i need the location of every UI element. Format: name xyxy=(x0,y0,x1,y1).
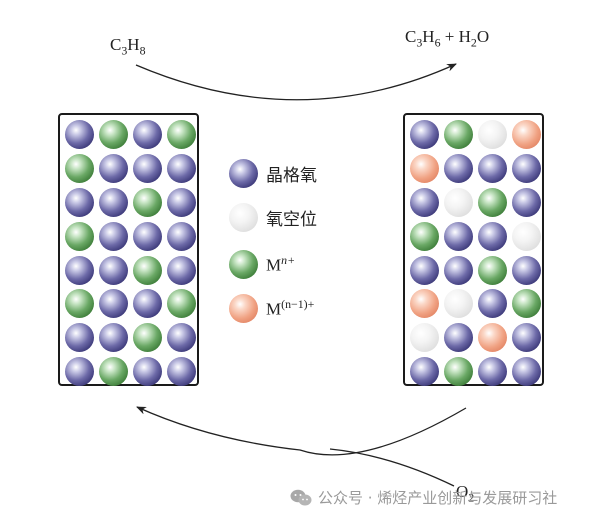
metal-n-sphere-icon xyxy=(167,289,196,319)
oxygen-vacancy-sphere-icon xyxy=(410,323,439,353)
reduced-metal-sphere-icon xyxy=(410,153,439,183)
lattice-oxygen-sphere-icon xyxy=(133,221,162,251)
legend-metal-n-minus-1: M(n−1)+ xyxy=(229,294,314,323)
watermark: 公众号 · 烯烃产业创新与发展研习社 xyxy=(290,487,557,508)
oxygen-vacancy-sphere-icon xyxy=(444,289,473,319)
lattice-oxygen-sphere-icon xyxy=(229,159,258,188)
wechat-icon xyxy=(290,489,312,505)
metal-n-sphere-icon xyxy=(478,255,507,285)
lattice-oxygen-sphere-icon xyxy=(478,289,507,319)
lattice-oxygen-sphere-icon xyxy=(133,153,162,183)
metal-n-sphere-icon xyxy=(133,323,162,353)
lattice-oxygen-sphere-icon xyxy=(167,153,196,183)
lattice-oxygen-sphere-icon xyxy=(65,187,94,217)
metal-n-sphere-icon xyxy=(478,187,507,217)
oxygen-vacancy-sphere-icon xyxy=(444,187,473,217)
reduced-metal-sphere-icon xyxy=(229,294,258,323)
lattice-before-reaction xyxy=(58,113,199,387)
lattice-oxygen-sphere-icon xyxy=(65,323,94,353)
metal-n-sphere-icon xyxy=(167,120,196,149)
lattice-oxygen-sphere-icon xyxy=(410,357,439,387)
lattice-oxygen-sphere-icon xyxy=(512,323,541,353)
lattice-oxygen-sphere-icon xyxy=(444,255,473,285)
metal-n-sphere-icon xyxy=(410,221,439,251)
metal-n-sphere-icon xyxy=(512,289,541,319)
lattice-oxygen-sphere-icon xyxy=(99,289,128,319)
oxygen-vacancy-sphere-icon xyxy=(512,221,541,251)
lattice-oxygen-sphere-icon xyxy=(133,289,162,319)
oxygen-vacancy-sphere-icon xyxy=(478,120,507,149)
lattice-oxygen-sphere-icon xyxy=(444,323,473,353)
legend-lattice-oxygen: 晶格氧 xyxy=(229,159,317,188)
lattice-oxygen-sphere-icon xyxy=(478,153,507,183)
lattice-oxygen-sphere-icon xyxy=(167,323,196,353)
reduced-metal-sphere-icon xyxy=(512,120,541,149)
bottom-arrow xyxy=(136,406,467,456)
metal-n-sphere-icon xyxy=(99,357,128,387)
lattice-oxygen-sphere-icon xyxy=(167,221,196,251)
oxygen-vacancy-sphere-icon xyxy=(229,203,258,232)
lattice-oxygen-sphere-icon xyxy=(99,255,128,285)
lattice-oxygen-sphere-icon xyxy=(478,357,507,387)
metal-n-sphere-icon xyxy=(133,187,162,217)
lattice-oxygen-sphere-icon xyxy=(478,221,507,251)
lattice-oxygen-sphere-icon xyxy=(99,323,128,353)
lattice-oxygen-sphere-icon xyxy=(65,357,94,387)
metal-n-sphere-icon xyxy=(229,250,258,279)
lattice-oxygen-sphere-icon xyxy=(133,357,162,387)
lattice-oxygen-sphere-icon xyxy=(444,221,473,251)
lattice-oxygen-sphere-icon xyxy=(512,357,541,387)
lattice-oxygen-sphere-icon xyxy=(512,187,541,217)
lattice-oxygen-sphere-icon xyxy=(444,153,473,183)
lattice-oxygen-sphere-icon xyxy=(167,357,196,387)
legend-oxygen-vacancy: 氧空位 xyxy=(229,203,317,232)
reduced-metal-sphere-icon xyxy=(478,323,507,353)
lattice-oxygen-sphere-icon xyxy=(65,255,94,285)
lattice-oxygen-sphere-icon xyxy=(512,153,541,183)
lattice-oxygen-sphere-icon xyxy=(167,255,196,285)
legend-metal-n: Mn+ xyxy=(229,250,295,279)
lattice-oxygen-sphere-icon xyxy=(167,187,196,217)
metal-n-sphere-icon xyxy=(99,120,128,149)
metal-n-sphere-icon xyxy=(65,221,94,251)
lattice-oxygen-sphere-icon xyxy=(65,120,94,149)
lattice-oxygen-sphere-icon xyxy=(99,221,128,251)
lattice-oxygen-sphere-icon xyxy=(410,187,439,217)
lattice-oxygen-sphere-icon xyxy=(410,120,439,149)
metal-n-sphere-icon xyxy=(65,289,94,319)
metal-n-sphere-icon xyxy=(444,120,473,149)
propane-label: C3H8 xyxy=(110,35,146,58)
lattice-oxygen-sphere-icon xyxy=(99,153,128,183)
metal-n-sphere-icon xyxy=(65,153,94,183)
lattice-oxygen-sphere-icon xyxy=(99,187,128,217)
products-label: C3H6 + H2O xyxy=(405,27,490,50)
top-arrow xyxy=(135,63,457,101)
lattice-oxygen-sphere-icon xyxy=(133,120,162,149)
metal-n-sphere-icon xyxy=(444,357,473,387)
oxygen-label: O2 xyxy=(456,482,475,505)
reduced-metal-sphere-icon xyxy=(410,289,439,319)
metal-n-sphere-icon xyxy=(133,255,162,285)
o2-feed-line xyxy=(329,448,455,487)
lattice-after-reaction xyxy=(403,113,544,387)
lattice-oxygen-sphere-icon xyxy=(410,255,439,285)
lattice-oxygen-sphere-icon xyxy=(512,255,541,285)
